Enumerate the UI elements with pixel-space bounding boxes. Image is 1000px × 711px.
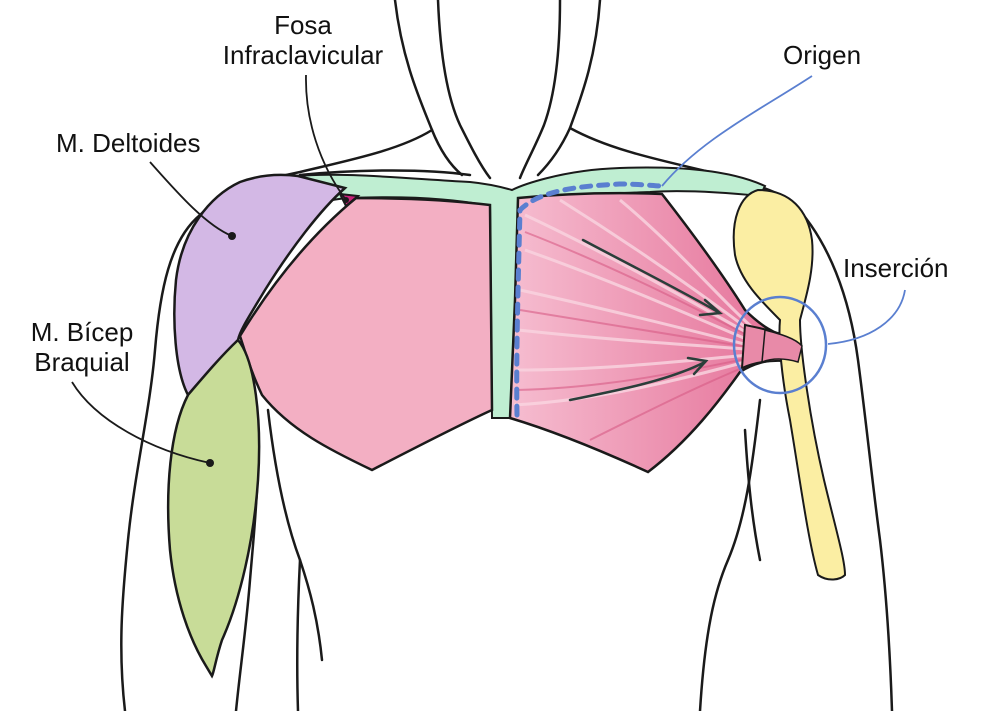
neck-right-outer (536, 0, 602, 177)
label-fosa-line2: Infraclavicular (222, 40, 384, 70)
biceps-muscle (166, 338, 261, 679)
label-bicep-braquial: M. Bícep Braquial (14, 317, 150, 377)
leader-fosa (305, 74, 347, 201)
label-bicep-line2: Braquial (34, 347, 130, 377)
humerus-bone (732, 188, 847, 581)
fiber-direction-arrows (568, 238, 724, 402)
neck-right-inner (518, 0, 562, 180)
label-insercion: Inserción (843, 253, 949, 283)
leader-dot-deltoides (228, 232, 236, 240)
torso-left-side (295, 558, 302, 711)
label-deltoides: M. Deltoides (56, 128, 201, 158)
label-fosa-infraclavicular: Fosa Infraclavicular (208, 10, 398, 70)
origin-dashed-line (514, 181, 665, 418)
shoulder-left-outer (120, 213, 202, 711)
neck-left-inner (436, 0, 492, 180)
arm-right-inner (698, 398, 762, 711)
leader-deltoides (149, 161, 233, 237)
insertion-circle (732, 295, 828, 395)
leader-origen (661, 75, 813, 187)
arm-right-contour (743, 428, 762, 562)
clavicle-top-line (298, 169, 472, 177)
label-bicep-line1: M. Bícep (30, 317, 134, 347)
label-origen: Origen (783, 40, 862, 70)
label-fosa-line1: Fosa (274, 10, 332, 40)
pectoral-tendon (761, 329, 803, 364)
shoulder-right-outer (788, 198, 894, 711)
pectoral-left (238, 196, 494, 472)
arm-left-contour (266, 408, 324, 662)
leader-dot-fosa (343, 197, 349, 203)
leader-dot-bicep (206, 459, 214, 467)
leader-insercion (827, 289, 906, 345)
leader-bicep (71, 381, 211, 464)
neck-left-outer (393, 0, 464, 177)
